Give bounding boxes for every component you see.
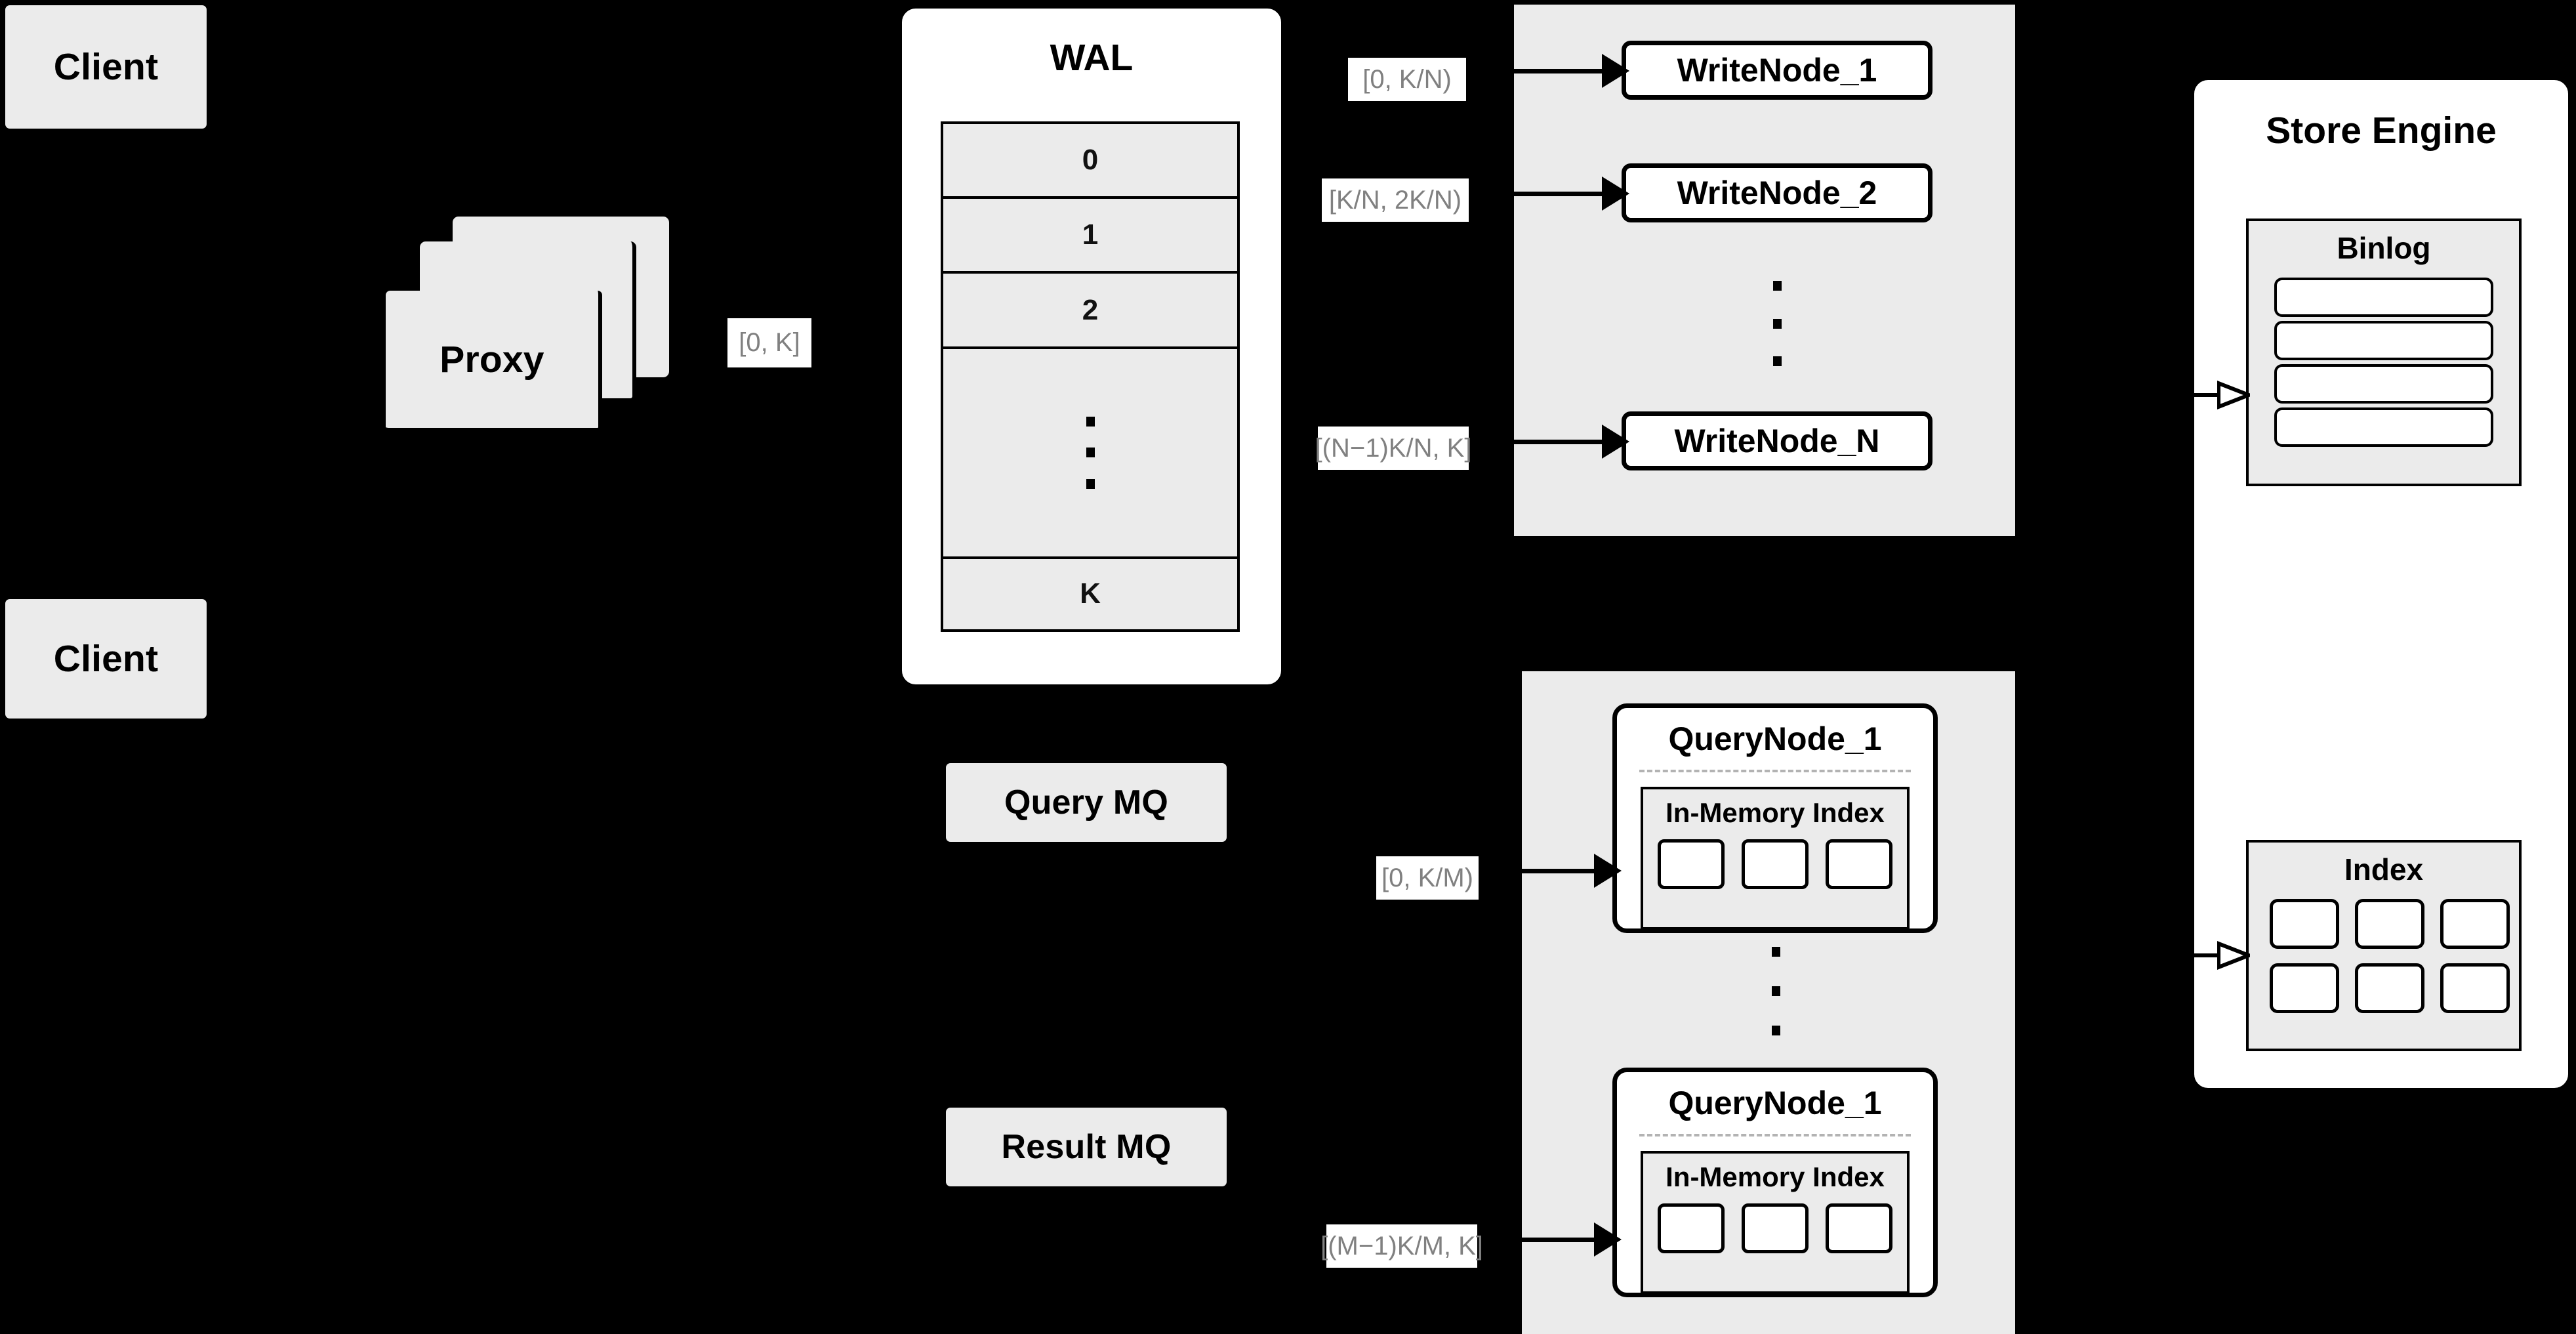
- arrow-to-write-node-1: [1514, 54, 1629, 88]
- proxy-node[interactable]: Proxy: [386, 291, 602, 432]
- client-top-node[interactable]: Client: [5, 5, 207, 129]
- query-node-vertical-ellipsis-icon: [1771, 947, 1780, 1035]
- write-node-vertical-ellipsis-icon: [1772, 281, 1782, 366]
- query-node-1-in-memory-index: In-Memory Index: [1641, 787, 1910, 930]
- arrow-to-index: [2181, 938, 2250, 972]
- range-label-query-node-1: [0, K/M): [1376, 856, 1479, 900]
- arrow-to-binlog: [2181, 378, 2250, 412]
- store-engine-title: Store Engine: [2266, 110, 2497, 152]
- hollow-arrowhead-icon: [2217, 940, 2250, 970]
- index-cell[interactable]: [2355, 963, 2424, 1013]
- write-node-1-label: WriteNode_1: [1677, 52, 1877, 89]
- binlog-title: Binlog: [2337, 231, 2431, 265]
- arrow-to-write-node-2: [1514, 177, 1629, 211]
- wal-row[interactable]: 0: [943, 124, 1237, 199]
- binlog-row[interactable]: [2274, 321, 2493, 360]
- query-node-m[interactable]: QueryNode_1 In-Memory Index: [1612, 1068, 1938, 1297]
- binlog-box: Binlog: [2246, 219, 2522, 486]
- query-node-1-index-cells: [1658, 839, 1892, 889]
- index-cell[interactable]: [2270, 963, 2339, 1013]
- write-node-n-label: WriteNode_N: [1674, 423, 1880, 459]
- client-bottom-label: Client: [53, 638, 159, 680]
- query-node-m-in-memory-index: In-Memory Index: [1641, 1151, 1910, 1294]
- range-label-write-node-n: [(N−1)K/N, K]: [1315, 427, 1472, 470]
- binlog-row[interactable]: [2274, 407, 2493, 447]
- query-node-1-divider: [1639, 770, 1911, 772]
- range-label-write-node-1: [0, K/N): [1348, 58, 1466, 101]
- arrow-to-write-node-n: [1514, 425, 1629, 459]
- wal-entry-table: 0 1 2 K: [941, 121, 1240, 632]
- query-node-m-in-memory-index-label: In-Memory Index: [1666, 1161, 1885, 1192]
- range-label-query-node-m-text: [(M−1)K/M, K]: [1320, 1231, 1483, 1261]
- query-node-1-title: QueryNode_1: [1668, 720, 1882, 757]
- index-title: Index: [2344, 852, 2424, 886]
- query-mq-node[interactable]: Query MQ: [946, 763, 1227, 842]
- proxy-label: Proxy: [440, 338, 544, 381]
- wal-row-ellipsis: [943, 349, 1237, 559]
- query-node-m-divider: [1639, 1134, 1911, 1136]
- wal-row[interactable]: 1: [943, 199, 1237, 274]
- index-box: Index: [2246, 840, 2522, 1051]
- vertical-ellipsis-icon: [1086, 416, 1095, 489]
- client-top-label: Client: [53, 46, 159, 88]
- binlog-rows: [2249, 278, 2519, 447]
- write-node-1[interactable]: WriteNode_1: [1622, 41, 1932, 100]
- index-cell[interactable]: [2440, 963, 2510, 1013]
- range-label-write-node-1-text: [0, K/N): [1362, 64, 1452, 94]
- range-label-write-node-2: [K/N, 2K/N): [1322, 178, 1469, 222]
- index-cell-grid: [2249, 899, 2519, 1013]
- binlog-row[interactable]: [2274, 278, 2493, 317]
- arrow-to-query-node-m: [1522, 1222, 1622, 1257]
- index-cell[interactable]: [1742, 839, 1809, 889]
- client-bottom-node[interactable]: Client: [5, 599, 207, 719]
- index-cell[interactable]: [1658, 839, 1725, 889]
- index-cell[interactable]: [2355, 899, 2424, 949]
- range-label-write-node-2-text: [K/N, 2K/N): [1328, 185, 1462, 215]
- wal-row[interactable]: K: [1080, 577, 1101, 610]
- query-node-m-index-cells: [1658, 1203, 1892, 1253]
- write-node-2-label: WriteNode_2: [1677, 175, 1877, 211]
- query-node-1[interactable]: QueryNode_1 In-Memory Index: [1612, 703, 1938, 933]
- query-mq-label: Query MQ: [1004, 783, 1169, 822]
- index-cell[interactable]: [2270, 899, 2339, 949]
- write-node-n[interactable]: WriteNode_N: [1622, 411, 1932, 470]
- range-label-query-node-m: [(M−1)K/M, K]: [1320, 1224, 1483, 1268]
- range-label-proxy-to-wal-text: [0, K]: [739, 328, 800, 357]
- index-cell[interactable]: [1742, 1203, 1809, 1253]
- range-label-proxy-to-wal: [0, K]: [727, 318, 811, 367]
- index-cell[interactable]: [1658, 1203, 1725, 1253]
- query-node-m-title: QueryNode_1: [1668, 1085, 1882, 1121]
- index-cell[interactable]: [1826, 1203, 1892, 1253]
- wal-title: WAL: [1050, 37, 1134, 79]
- range-label-query-node-1-text: [0, K/M): [1381, 863, 1474, 892]
- write-node-2[interactable]: WriteNode_2: [1622, 163, 1932, 222]
- result-mq-node[interactable]: Result MQ: [946, 1108, 1227, 1186]
- binlog-row[interactable]: [2274, 364, 2493, 404]
- range-label-write-node-n-text: [(N−1)K/N, K]: [1315, 433, 1472, 463]
- query-node-1-in-memory-index-label: In-Memory Index: [1666, 797, 1885, 828]
- wal-row[interactable]: 2: [943, 274, 1237, 349]
- hollow-arrowhead-icon: [2217, 380, 2250, 410]
- index-cell[interactable]: [2440, 899, 2510, 949]
- result-mq-label: Result MQ: [1001, 1128, 1172, 1166]
- index-cell[interactable]: [1826, 839, 1892, 889]
- arrow-to-query-node-1: [1522, 854, 1622, 888]
